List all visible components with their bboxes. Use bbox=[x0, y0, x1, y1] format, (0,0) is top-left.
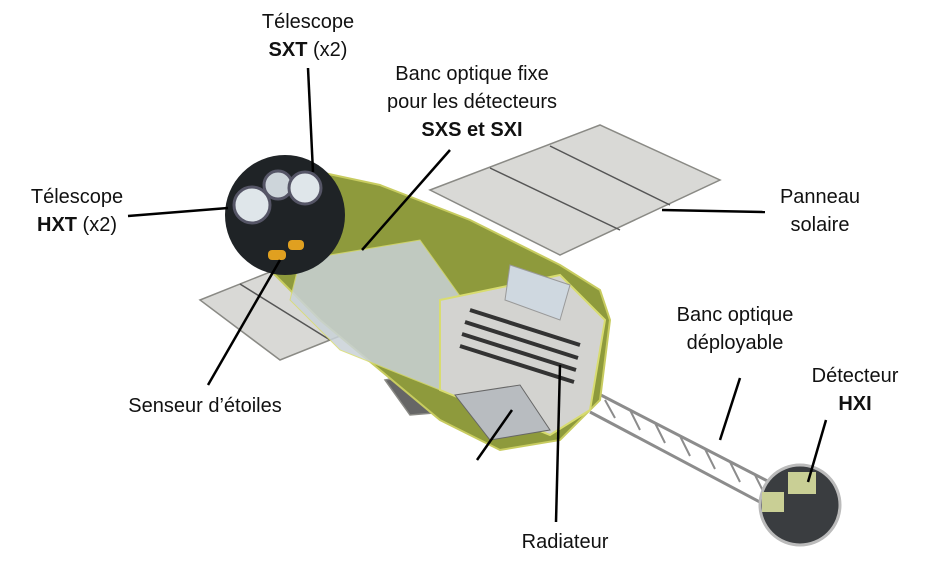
label-suffix: (x2) bbox=[77, 214, 117, 236]
label-line: Radiateur bbox=[521, 531, 609, 553]
hxi-detector bbox=[758, 463, 842, 547]
label-hxt-telescope: Télescope HXT (x2) bbox=[31, 183, 123, 239]
label-line: Banc optique bbox=[676, 304, 794, 326]
label-sxt-telescope: Télescope SXT (x2) bbox=[262, 8, 354, 64]
satellite-body bbox=[268, 168, 612, 452]
leader-lines bbox=[127, 67, 828, 523]
label-suffix: (x2) bbox=[307, 39, 348, 61]
label-hxi-detector: Détecteur HXI bbox=[812, 362, 899, 418]
label-line: Panneau bbox=[779, 186, 861, 208]
label-name: SXS et SXI bbox=[421, 119, 523, 141]
label-radiator: Radiateur bbox=[522, 528, 609, 556]
telescope-assembly bbox=[225, 155, 345, 275]
label-line: Télescope bbox=[261, 11, 355, 33]
label-deployable-bench: Banc optique déployable bbox=[677, 301, 794, 357]
label-line: Détecteur bbox=[811, 365, 899, 387]
label-line: pour les détecteurs bbox=[386, 91, 558, 113]
label-star-sensor: Senseur d’étoiles bbox=[128, 392, 281, 420]
label-line: Senseur d’étoiles bbox=[128, 395, 282, 417]
deployable-boom bbox=[589, 390, 786, 512]
label-line: Banc optique fixe bbox=[395, 63, 549, 85]
label-fixed-optical-bench: Banc optique fixe pour les détecteurs SX… bbox=[387, 60, 557, 144]
label-line: déployable bbox=[686, 332, 784, 354]
label-line: solaire bbox=[790, 214, 850, 236]
star-sensor bbox=[268, 250, 286, 260]
label-line: Télescope bbox=[30, 186, 124, 208]
label-name: HXT bbox=[37, 214, 77, 236]
label-name: HXI bbox=[838, 393, 872, 415]
label-solar-panel: Panneau solaire bbox=[780, 183, 860, 239]
label-name: SXT bbox=[268, 39, 308, 61]
